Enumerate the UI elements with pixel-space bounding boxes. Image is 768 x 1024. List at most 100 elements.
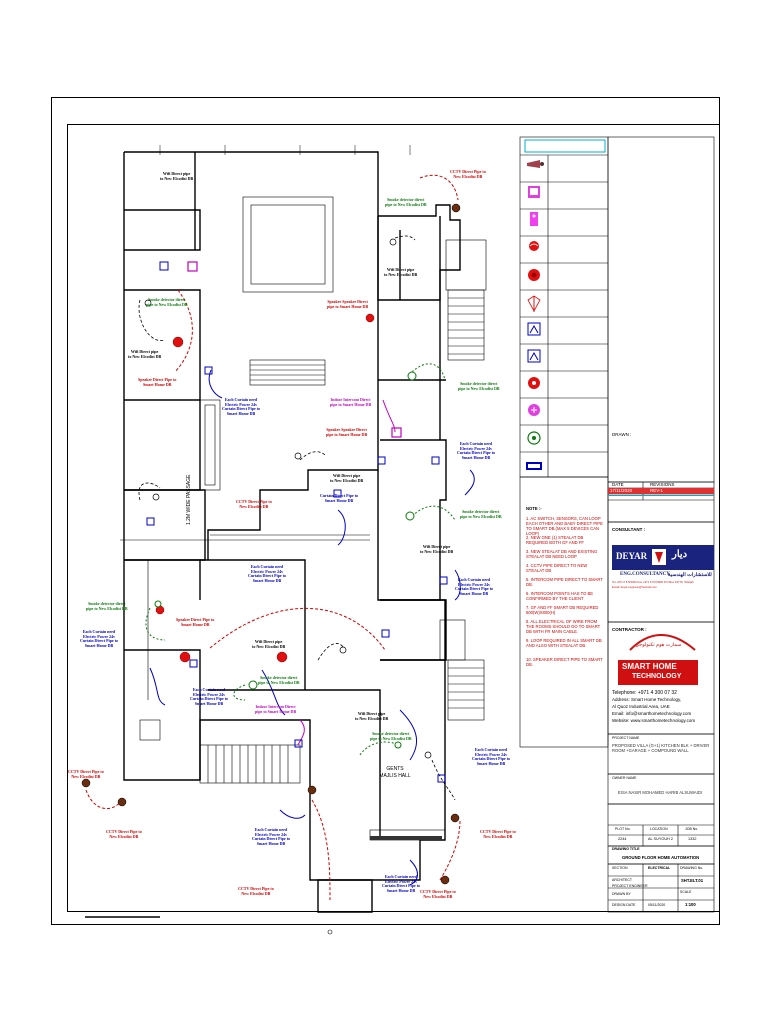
annotation-wifi-1: Wifi Direct pipe to New Elcodist DB	[160, 171, 194, 181]
project-name: PROPOSED VILLA (G+1) KITCHEN BLK + DRIVE…	[612, 743, 710, 753]
consultant-sub: ENG.CONSULTANCY	[620, 572, 670, 577]
section-value: ELECTRICAL	[648, 866, 671, 870]
notes-title: NOTE :-	[526, 506, 542, 511]
annotation-wifi-2: Wifi Direct pipe to New Elcodist DB	[384, 267, 418, 277]
annotation-curtain-4: Each Curtain need Electric Power 24v Cur…	[248, 564, 287, 583]
smart-home-logo	[618, 634, 698, 685]
devices	[81, 203, 461, 885]
annotation-smoke-7: Smoke detector direct pipe to New Elcodi…	[370, 731, 412, 741]
intercom-screen-icon	[528, 186, 540, 198]
contractor-label: CONTRACTOR :	[612, 627, 647, 632]
rev-value: REV-1	[650, 488, 664, 493]
section-label: SECTION	[612, 866, 628, 870]
job-value: 1332	[688, 837, 697, 841]
annotation-speaker-2: Speaker Direct Pipe to Smart Home DB	[138, 377, 177, 387]
annotation-curtain-10: Each Curtain need Electric Power 24v Cur…	[382, 874, 421, 893]
annotation-curtain-8: Each Curtain need Electric Power 24v Cur…	[472, 747, 511, 766]
majlis-label-1: GENTS	[386, 766, 404, 772]
annotation-wifi-6: Wifi Direct pipe to New Elcodist DB	[252, 639, 286, 649]
note-item: 7. GF AND FF SMART DB REQUIRED 600(W)X80…	[526, 605, 599, 615]
cctv-camera-icon	[527, 160, 544, 168]
annotation-smoke-3: Smoke detector direct pipe to New Elcodi…	[458, 381, 500, 391]
annotation-curtain-5: Each Curtain need Electric Power 24v Cur…	[455, 577, 494, 596]
motion-sensor-icon	[528, 377, 540, 389]
drawn-by-label: DRAWN BY	[612, 892, 631, 896]
annotation-curtain-7: Each Curtain need Electric Power 24v Cur…	[190, 687, 229, 706]
note-item: 2. NEW ONE (1) STEALAT DB REQUIRED BOTH …	[526, 535, 584, 545]
contractor-email: Email: info@smarthometechnology.com	[612, 711, 692, 716]
note-item: 9. LOOP REQUIRED IN ALL SMART DB AND ALS…	[526, 638, 602, 648]
deyar-logo	[612, 545, 714, 570]
annotation-speaker-1: Speaker Speaker Direct pipe to Smart Hom…	[327, 299, 369, 309]
consultant-label: CONSULTANT :	[612, 527, 646, 532]
scale-label: SCALE	[680, 890, 692, 894]
majlis-label-2: MAJLIS HALL	[379, 773, 411, 779]
owner-label: OWNER NAME	[612, 776, 637, 780]
annotation-wifi-4: Wifi Direct pipe to New Elcodist DB	[330, 473, 364, 483]
location-value: AL SUYOUH 2	[648, 837, 673, 841]
stairs	[199, 289, 485, 841]
annotation-curtain-6: Each Curtain need Electric Power 24v Cur…	[80, 629, 119, 648]
annotation-smoke-4: Smoke detector direct pipe to New Elcodi…	[460, 509, 502, 519]
annotation-curtain-3: Curtain Direct Pipe to Smart Home DB	[320, 493, 359, 503]
contractor-address-2: Al Quoz Industrial Area, UAE	[612, 704, 670, 709]
project-label: PROJECT NAME	[612, 736, 640, 740]
annotation-wifi-5: Wifi Direct pipe to New Elcodist DB	[420, 544, 454, 554]
note-item: 1. AC SWITCH, SENSORS, CAN LOOP EACH OTH…	[526, 516, 603, 536]
wifi-access-point-icon	[529, 241, 539, 251]
gas-detector-icon	[528, 404, 540, 416]
contractor-arabic: سمارت هوم تكنولوجي	[635, 642, 682, 648]
architect-label: ARCHITECT	[612, 878, 633, 882]
consultant-arabic-sub: للاستشارات الهندسية	[668, 572, 712, 578]
annotation-wifi-3: Wifi Direct pipe to New Elcodist DB	[128, 349, 162, 359]
smoke-detector-icon	[527, 349, 541, 363]
annotation-curtain-9: Each Curtain need Electric Power 24v Cur…	[252, 827, 291, 846]
note-item: 3. NEW STEALAT DB AND EXISTING STEALAT D…	[526, 549, 598, 559]
note-item: 8. ALL ELECTRICAL OF WIRE FROM THE ROOMS…	[526, 619, 601, 634]
note-item: 4. CCTV PIPE DIRECT TO NEW STEALAT DB	[526, 563, 588, 573]
plot-label: PLOT No.	[615, 827, 631, 831]
contractor-phone: Telephone: +971 4 300 07 32	[612, 690, 677, 696]
curtain-motor-icon	[527, 295, 541, 312]
consultant-email: Email: deyar.engineer@hotmail.com	[612, 585, 657, 589]
annotation-smoke-5: Smoke detector direct pipe to New Elcodi…	[86, 601, 128, 611]
walls	[123, 151, 461, 913]
annotation-smoke-1: Smoke detector direct pipe to New Elcodi…	[385, 197, 427, 207]
annotation-smoke-2: Smoke detector direct pipe to New Elcodi…	[146, 297, 188, 307]
drawing-no-label: DRAWING No.	[680, 866, 704, 870]
owner-name: EISA NASIR MOHAMED HARIB ALSUWAIDI	[618, 790, 703, 795]
note-item: 6. INTERCOM POINTS HAS TO BE CONFIRMED B…	[526, 591, 594, 601]
annotation-intercom-1: Indoor Intercom Direct pipe to Smart Hom…	[330, 397, 372, 407]
annotation-smoke-6: Smoke detector direct pipe to New Elcodi…	[258, 675, 300, 685]
design-date-value: 05/11/2020	[648, 903, 666, 907]
contractor-address-1: Address: Smart Home Technology,	[612, 697, 682, 702]
scale-value: 1:100	[685, 902, 696, 907]
annotation-cctv-7: CCTV Direct Pipe to New Elcodist DB	[420, 889, 456, 899]
drawn-label: DRAWN :	[612, 432, 632, 437]
date-value: 17/11/2020	[610, 488, 633, 493]
ac-sensor-icon	[527, 322, 541, 336]
annotation-cctv-2: CCTV Direct Pipe to New Elcodist DB	[236, 499, 272, 509]
ac-switch-icon	[527, 431, 541, 445]
job-label: JOB No.	[685, 827, 699, 831]
note-item: 10. SPEAKER DIRECT PIPE TO SMART DB.	[526, 657, 603, 667]
project-engineer-label: PROJECT ENGINEER	[612, 884, 648, 888]
legend-icons	[526, 160, 544, 470]
drawing-title: GROUND FLOOR HOME AUTOMATION	[622, 855, 700, 860]
consultant-contact: Tel +971 6 5723300 Fax +971 6 5723900 P.…	[612, 580, 694, 584]
annotation-cctv-top: CCTV Direct Pipe to New Elcodist DB	[450, 169, 486, 179]
drawing-title-label: DRAWING TITLE	[612, 847, 640, 851]
drawing-no: SHT.ELT.01	[681, 878, 704, 883]
annotation-curtain-1: Each Curtain need Electric Power 24v Cur…	[222, 397, 261, 416]
location-label: LOCATION	[650, 827, 668, 831]
annotation-cctv-4: CCTV Direct Pipe to New Elcodist DB	[106, 829, 142, 839]
plot-value: 2244	[618, 837, 627, 841]
smart-db-icon	[526, 462, 542, 470]
contractor-name-1: SMART HOME	[622, 662, 677, 671]
annotation-intercom-2: Indoor Intercom Direct pipe to Smart Hom…	[255, 704, 297, 714]
passage-label: 1.2M WIDE PASSAGE	[186, 474, 192, 525]
annotation-speaker-3: Speaker Speaker Direct pipe to Smart Hom…	[326, 427, 368, 437]
annotation-cctv-6: CCTV Direct Pipe to New Elcodist DB	[238, 886, 274, 896]
annotation-curtain-2: Each Curtain need Electric Power 24v Cur…	[457, 441, 496, 460]
